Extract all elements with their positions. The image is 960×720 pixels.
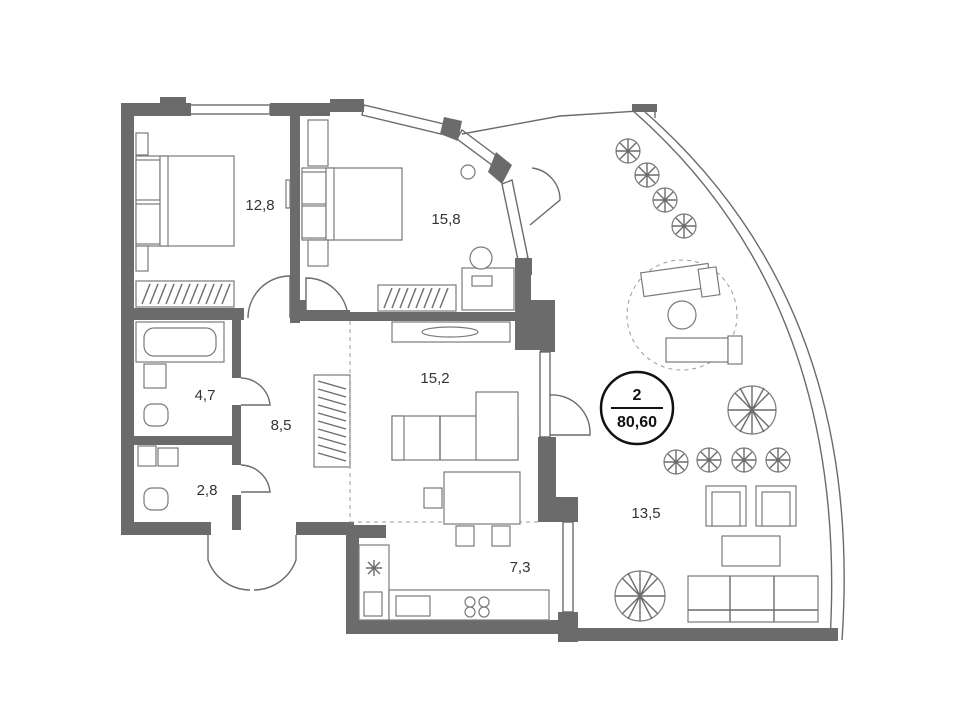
room-area-terrace: 13,5 <box>631 505 660 522</box>
unit-number: 2 <box>633 387 642 404</box>
room-area-bathroom: 4,7 <box>195 387 216 404</box>
room-area-bedroom-1: 12,8 <box>245 197 274 214</box>
plants <box>614 138 791 622</box>
plant-icon <box>727 385 777 435</box>
unit-badge: 2 80,60 <box>599 370 675 446</box>
plant-icon <box>765 447 791 473</box>
room-area-toilet: 2,8 <box>197 482 218 499</box>
plant-icon <box>614 570 666 622</box>
walls <box>121 97 845 642</box>
plant-icon <box>663 449 689 475</box>
plant-icon <box>671 213 697 239</box>
room-labels: 12,8 15,8 4,7 8,5 2,8 15,2 7,3 13,5 <box>195 197 661 576</box>
plant-icon <box>696 447 722 473</box>
room-area-hallway: 8,5 <box>271 417 292 434</box>
plant-icon <box>634 162 660 188</box>
plant-icon <box>652 187 678 213</box>
doors <box>207 167 591 591</box>
plant-icon <box>615 138 641 164</box>
room-area-living-room: 15,2 <box>420 370 449 387</box>
room-area-kitchen: 7,3 <box>510 559 531 576</box>
plant-icon <box>731 447 757 473</box>
furniture <box>135 119 819 623</box>
unit-total-area: 80,60 <box>617 414 657 431</box>
room-area-bedroom-2: 15,8 <box>431 211 460 228</box>
